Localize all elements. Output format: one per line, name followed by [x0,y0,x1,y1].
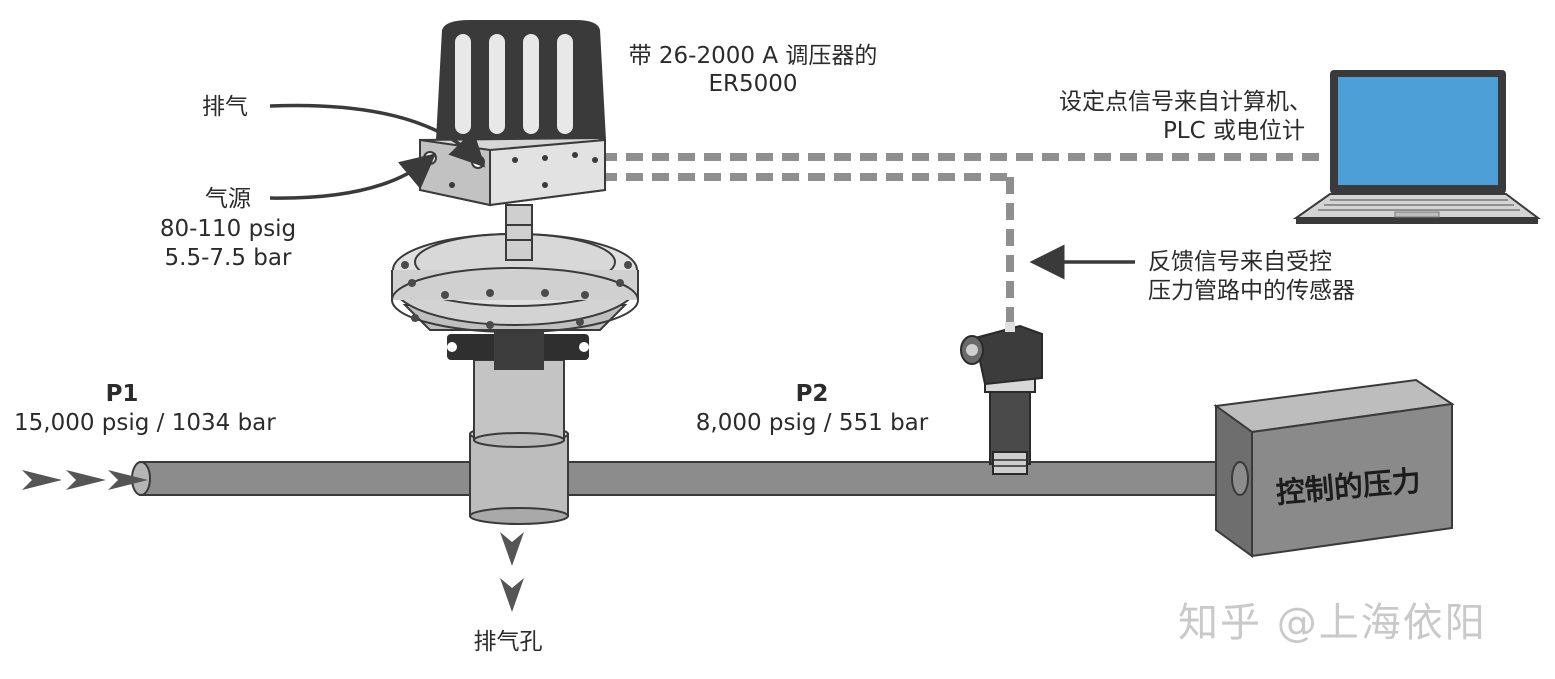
p1-name: P1 [105,381,139,407]
p2-name: P2 [795,381,829,407]
inlet-flow-arrows [22,470,148,490]
regulator-model: ER5000 [708,71,798,97]
supply-label: 气源 [205,186,251,212]
feedback-label-line1: 反馈信号来自受控 [1148,249,1332,275]
setpoint-label-line2: PLC 或电位计 [1162,118,1305,144]
p1-value: 15,000 psig / 1034 bar [14,410,276,436]
setpoint-label-line1: 设定点信号来自计算机、 [1059,89,1312,115]
supply-psig: 80-110 psig [159,216,297,242]
feedback-signal-line [600,173,1014,327]
watermark: 知乎 @上海依阳 [1178,600,1487,646]
vent-port-label: 排气孔 [473,629,543,655]
pressure-pipe [131,461,1241,496]
controlled-pressure-box-icon [1213,378,1455,558]
supply-bar: 5.5-7.5 bar [164,245,292,271]
vent-arrows [500,532,524,612]
regulator-title: 带 26-2000 A 调压器的 [628,43,878,69]
pressure-regulator-icon [391,204,639,525]
er5000-controller-icon [419,20,607,207]
pressure-transducer-icon [960,322,1043,475]
feedback-label-line2: 压力管路中的传感器 [1148,278,1355,304]
laptop-icon [1292,70,1541,224]
supply-arrow [269,153,437,200]
exhaust-label: 排气 [202,94,248,120]
p2-value: 8,000 psig / 551 bar [695,410,929,436]
exhaust-arrow [269,103,486,168]
